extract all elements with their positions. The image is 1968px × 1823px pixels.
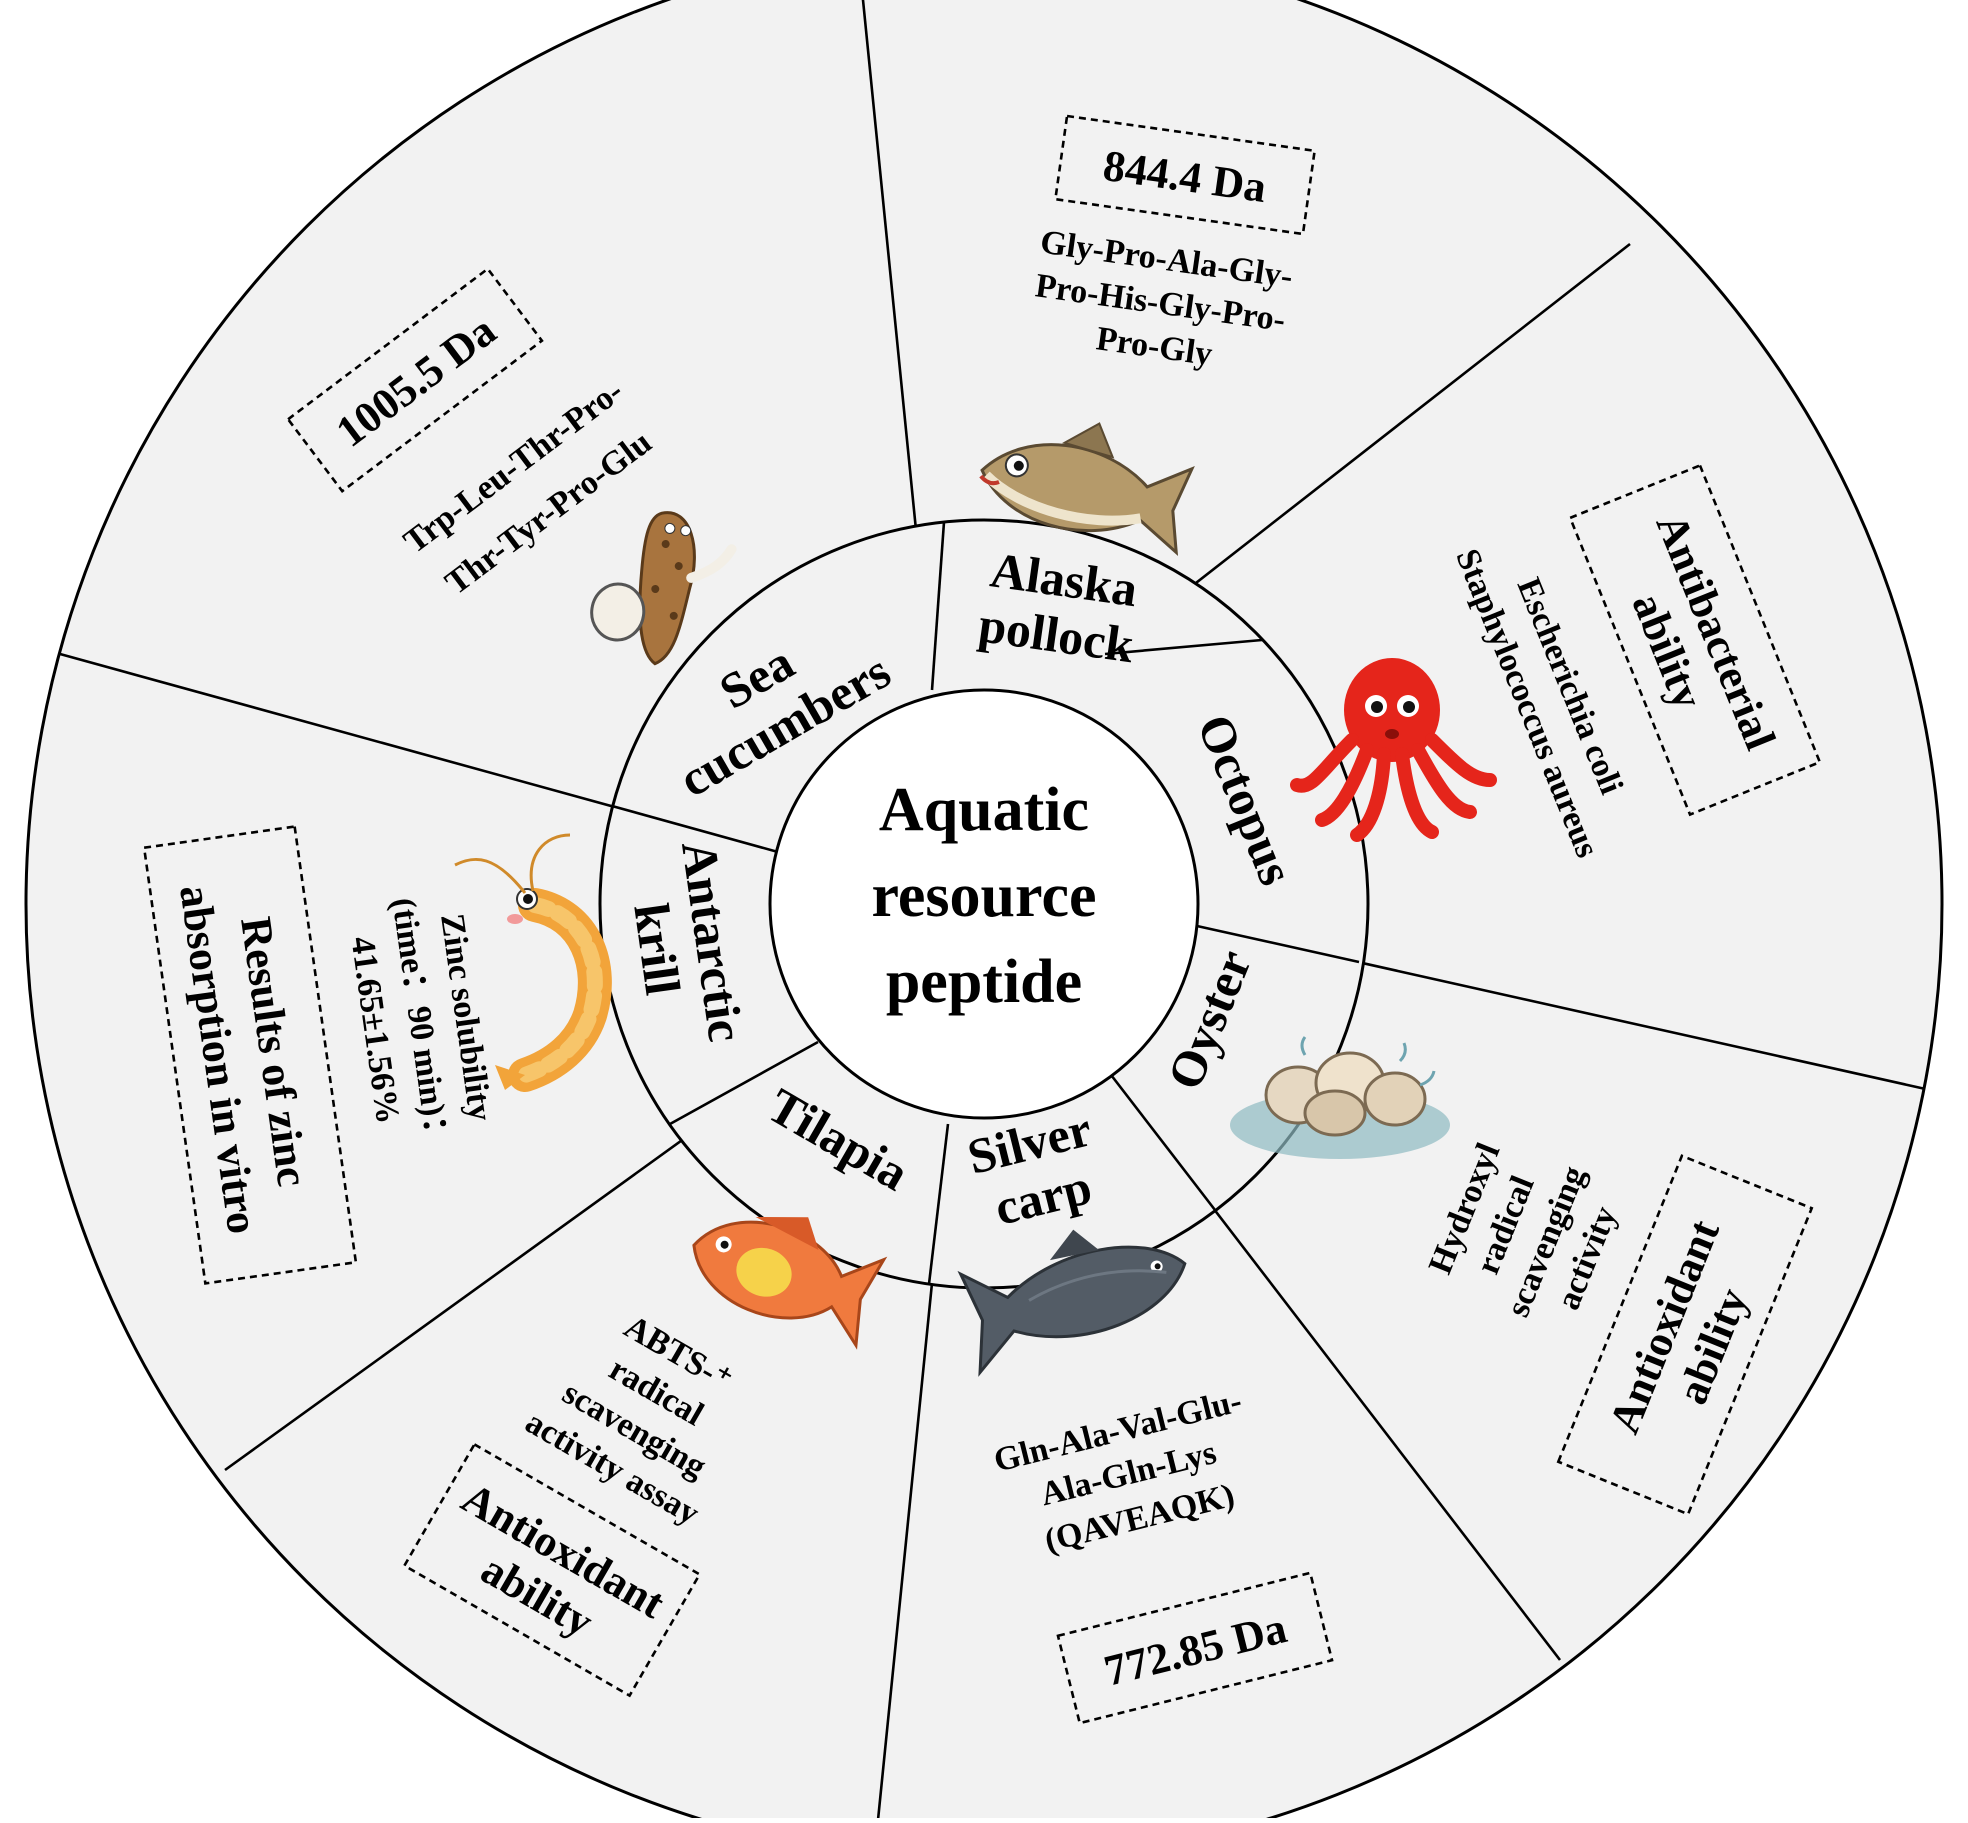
octopus-icon [1290, 658, 1497, 842]
center-circle [768, 688, 1200, 1120]
sea-cucumber-icon [590, 511, 737, 666]
carp-icon [957, 1229, 1187, 1377]
svg-text:krill: krill [623, 900, 691, 999]
ring-label-alaska-pollock: Alaska pollock [975, 541, 1141, 673]
tilapia-icon [692, 1216, 888, 1350]
oyster-icon [1230, 1036, 1450, 1159]
center-title-line1: Aquatic [879, 776, 1089, 844]
center-title-line3: peptide [886, 948, 1082, 1016]
fish-icon [979, 422, 1195, 557]
ring-dividers [611, 521, 1360, 1285]
center-title-line2: resource [872, 862, 1097, 930]
shrimp-icon [454, 833, 612, 1092]
